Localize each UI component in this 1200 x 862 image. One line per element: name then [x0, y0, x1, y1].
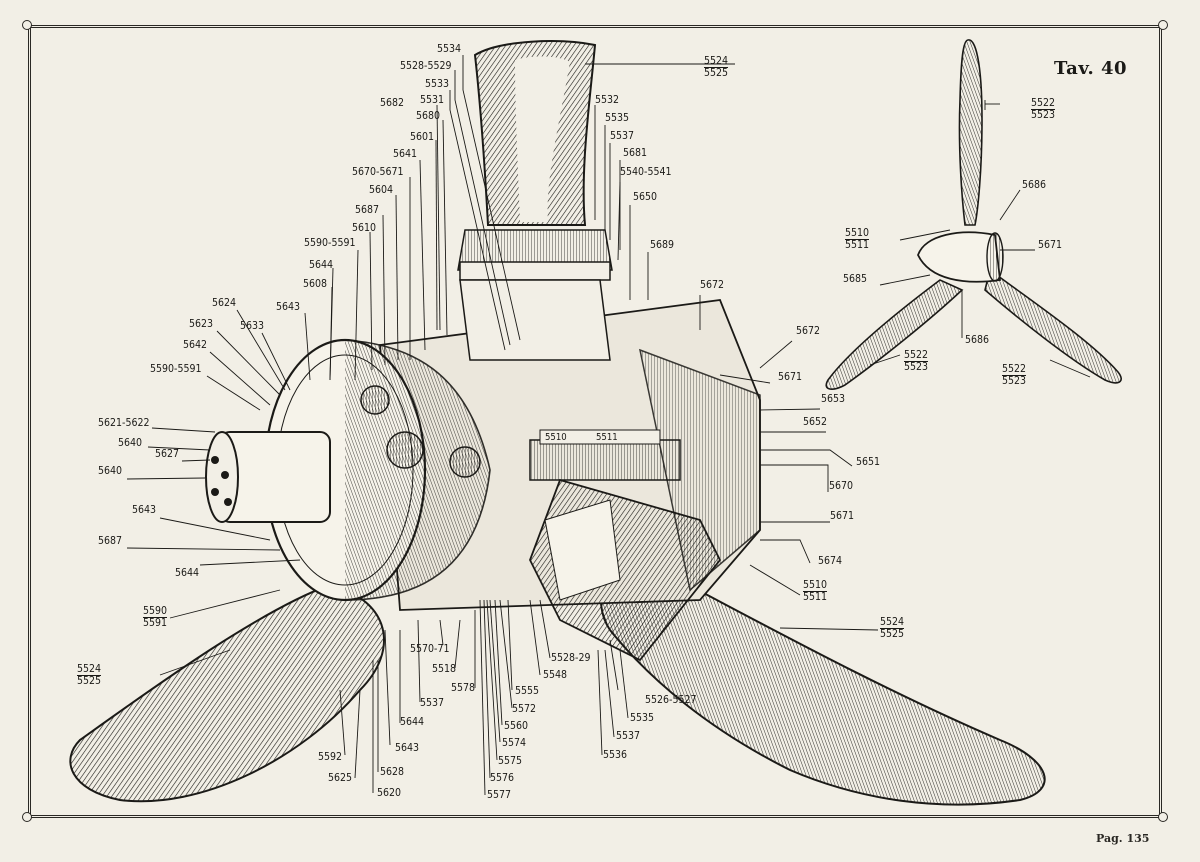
part-label: 5533 [425, 78, 450, 90]
part-label: 5537 [616, 730, 641, 742]
part-label: 5534 [437, 43, 462, 55]
part-label: 5670-5671 [352, 166, 404, 178]
part-label: 5537 [610, 130, 635, 142]
part-label: 5526-5527 [645, 694, 697, 706]
part-label: 5570-71 [410, 643, 450, 655]
part-label: 5535 [605, 112, 630, 124]
part-label: 5674 [818, 555, 843, 567]
part-label: 5623 [189, 318, 214, 330]
part-label: 5572 [512, 703, 537, 715]
part-label: 5644 [400, 716, 425, 728]
part-label: 5577 [487, 789, 512, 801]
part-label: 5685 [843, 273, 868, 285]
part-label: 5644 [175, 567, 200, 579]
small-propeller-view [825, 39, 1122, 390]
part-label: 5575 [498, 755, 523, 767]
shaft-mark: 5511 [596, 432, 618, 443]
part-label: 5686 [965, 334, 990, 346]
part-label: 5671 [830, 510, 855, 522]
frame-corner [1158, 812, 1168, 822]
part-label: 5641 [393, 148, 418, 160]
part-label: 5640 [118, 437, 143, 449]
leader-lines [126, 55, 1091, 796]
part-label: 5608 [303, 278, 328, 290]
part-label: 5621-5622 [98, 417, 150, 429]
shaft [529, 439, 681, 481]
part-label: 5643 [395, 742, 420, 754]
part-label: 5650 [633, 191, 658, 203]
part-label: 5601 [410, 131, 435, 143]
part-label: 5590-5591 [304, 237, 356, 249]
plate-title: Tav. 40 [1054, 58, 1128, 79]
part-label: 5610 [352, 222, 377, 234]
frame-corner [1158, 20, 1168, 30]
part-label: 5528-29 [551, 652, 591, 664]
part-label: 5686 [1022, 179, 1047, 191]
part-label: 5518 [432, 663, 457, 675]
page-number: Pag. 135 [1096, 832, 1150, 845]
part-label: 5672 [796, 325, 821, 337]
part-label: 5590-5591 [150, 363, 202, 375]
part-label: 5689 [650, 239, 675, 251]
part-label: 5687 [355, 204, 380, 216]
page-frame [28, 25, 1162, 818]
part-label: 5532 [595, 94, 620, 106]
part-label: 5643 [276, 301, 301, 313]
part-label: 5528-5529 [400, 60, 452, 72]
part-label: 5670 [829, 480, 854, 492]
blade-root-collar [457, 229, 613, 271]
part-label: 5682 [380, 97, 405, 109]
part-label: 5687 [98, 535, 123, 547]
gear-3 [360, 385, 390, 415]
part-label: 5644 [309, 259, 334, 271]
part-label: 5537 [420, 697, 445, 709]
part-label: 5624 [212, 297, 237, 309]
part-label: 5640 [98, 465, 123, 477]
part-label: 5555 [515, 685, 540, 697]
part-label: 5642 [183, 339, 208, 351]
part-label: 5625 [328, 772, 353, 784]
part-label: 5651 [856, 456, 881, 468]
part-label: 5633 [240, 320, 265, 332]
gear-1 [386, 431, 424, 469]
part-label: 5604 [369, 184, 394, 196]
part-label: 5652 [803, 416, 828, 428]
part-label: 5574 [502, 737, 527, 749]
part-label: 5592 [318, 751, 343, 763]
part-label: 5620 [377, 787, 402, 799]
part-label: 5671 [1038, 239, 1063, 251]
part-label: 5578 [451, 682, 476, 694]
shaft-mark: 5510 [545, 432, 567, 443]
part-label: 5548 [543, 669, 568, 681]
part-label: 5540-5541 [620, 166, 672, 178]
frame-corner [22, 20, 32, 30]
part-label: 5576 [490, 772, 515, 784]
part-label: 5653 [821, 393, 846, 405]
part-label: 5627 [155, 448, 180, 460]
part-label: 5681 [623, 147, 648, 159]
part-label: 5680 [416, 110, 441, 122]
part-label: 5536 [603, 749, 628, 761]
part-label: 5671 [778, 371, 803, 383]
gear-2 [449, 446, 481, 478]
frame-corner [22, 812, 32, 822]
part-label: 5531 [420, 94, 445, 106]
part-label: 5672 [700, 279, 725, 291]
part-label: 5560 [504, 720, 529, 732]
part-label: 5628 [380, 766, 405, 778]
part-label: 5535 [630, 712, 655, 724]
part-label: 5643 [132, 504, 157, 516]
